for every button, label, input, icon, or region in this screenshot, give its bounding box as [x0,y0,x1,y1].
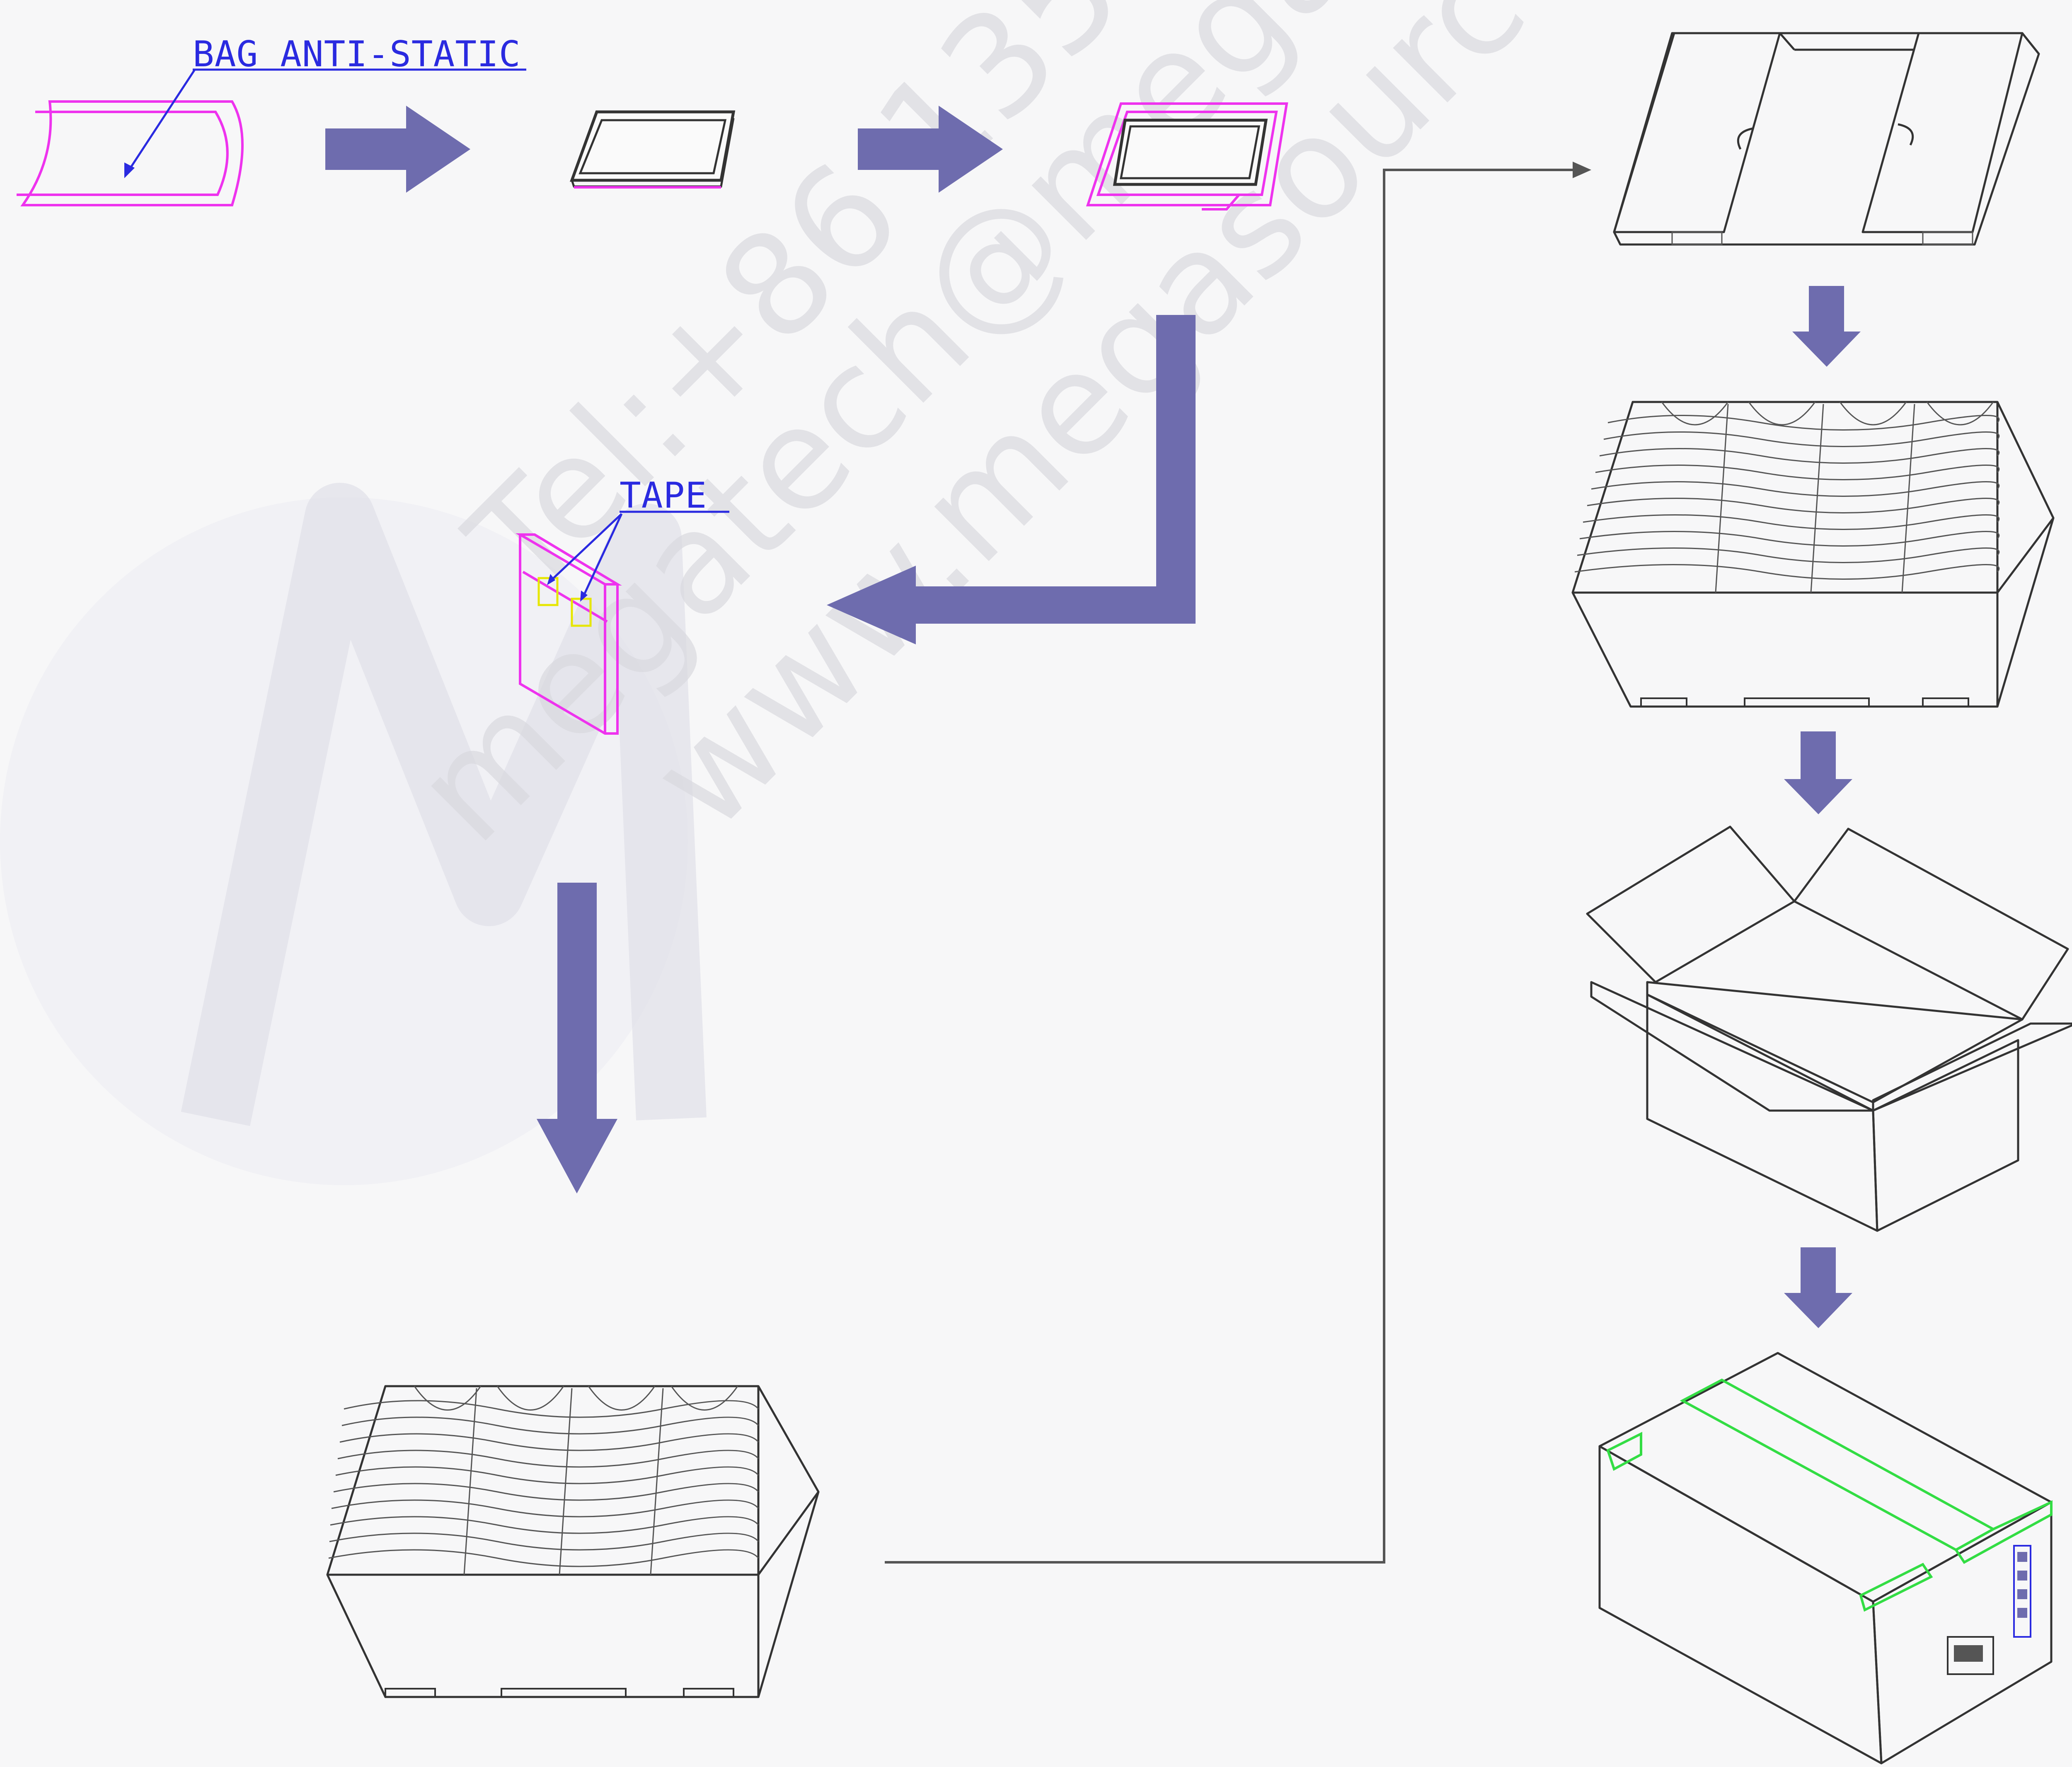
bag-label-text: BAG ANTI-STATIC [193,34,521,75]
arrow-down-1 [537,883,617,1193]
tray-lid-icon [1613,32,2040,246]
filled-tray-icon [326,1385,820,1698]
tape-label-text: TAPE [620,475,707,516]
arrow-down-2 [1792,286,1861,367]
arrow-right-2 [858,106,1003,193]
sealed-carton-icon [1598,1352,2053,1765]
arrow-right-1 [325,106,470,193]
watermark-logo-circle [0,497,688,1185]
watermark-logo-mark [181,483,707,1126]
connector-line [885,169,1579,1564]
anti-static-bag-icon [17,100,244,206]
module-icon [570,110,736,189]
open-carton-icon [1586,825,2072,1232]
arrow-down-4 [1784,1247,1852,1328]
connector-arrowhead [1573,162,1591,178]
filled-tray-right-icon [1571,401,2055,708]
carton-tape [1606,1378,2053,1612]
arrow-down-3 [1784,731,1852,814]
carton-labels [1947,1545,2031,1675]
taped-bag-icon [515,533,622,735]
tape-strip-1 [537,577,559,606]
bagged-module-icon [1086,102,1288,211]
bag-label: BAG ANTI-STATIC [124,34,526,178]
arrow-down-left [827,315,1196,644]
tape-label: TAPE [547,475,729,602]
